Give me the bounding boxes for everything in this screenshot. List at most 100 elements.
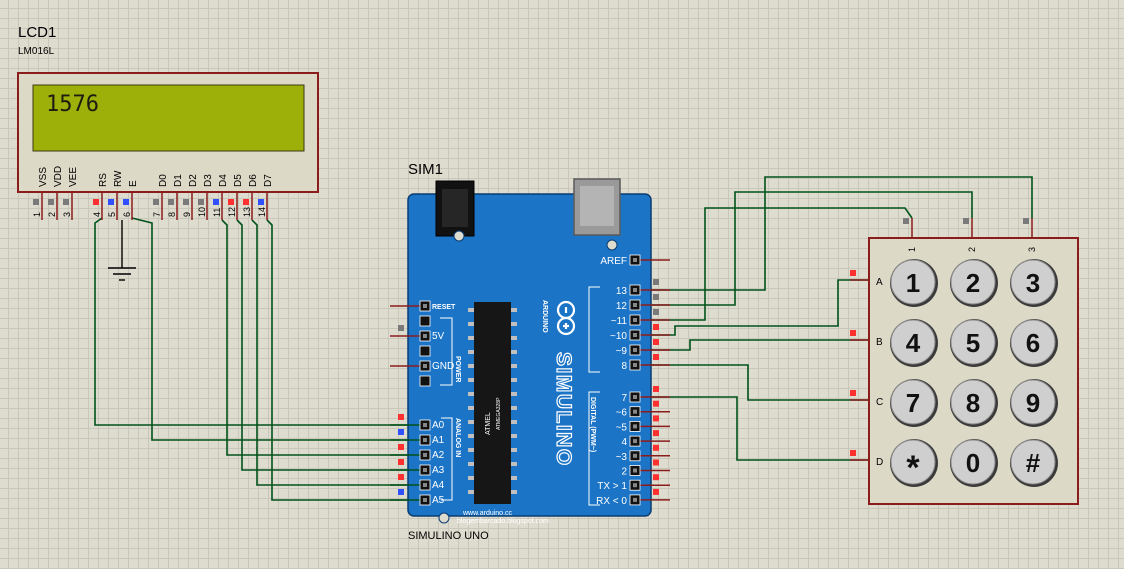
keypad-col-label: 2 [967, 247, 977, 252]
pin-socket-hole [423, 468, 427, 472]
lcd-pin-name-vss: VSS [38, 167, 49, 187]
chip-leg [511, 350, 517, 354]
key-face [1010, 439, 1056, 485]
pin-state [653, 400, 659, 407]
website-url: www.arduino.cc [462, 510, 513, 517]
chip-leg [468, 364, 474, 368]
key-label: * [906, 449, 920, 487]
pin-socket-hole [423, 364, 427, 368]
pin-socket-hole [633, 303, 637, 307]
pin-socket-hole [633, 333, 637, 337]
pin-state [653, 459, 659, 466]
chip-leg [468, 336, 474, 340]
pin-socket-hole [423, 438, 427, 442]
pin-label-13: 13 [616, 286, 628, 297]
lcd-pin-number: 4 [92, 212, 102, 217]
wire-col3-d13 [645, 176, 1033, 291]
key-label: 2 [966, 268, 980, 298]
lcd-pin-state [93, 199, 99, 205]
arduino-reference: SIM1 [408, 161, 443, 178]
wire-d5-a3 [236, 219, 420, 471]
lcd-pin-name-e: E [128, 180, 139, 187]
keypad-col-state [1023, 218, 1029, 224]
chip-label-part: ATMEGA328P [496, 397, 502, 430]
chip-leg [511, 406, 517, 410]
keypad-row-label: A [876, 277, 883, 288]
pin-socket-hole [633, 468, 637, 473]
key-face [890, 259, 936, 305]
lcd-pin-number: 13 [242, 207, 252, 217]
pin-label-11: ~11 [611, 316, 628, 327]
lcd-pin-number: 6 [122, 212, 132, 217]
chip-leg [511, 434, 517, 438]
pin-label-3: ~3 [616, 452, 628, 463]
pin-socket-hole [633, 258, 637, 262]
pin-state [398, 429, 404, 435]
chip-leg [511, 476, 517, 480]
pin-label-5: ~5 [616, 422, 628, 433]
keypad-col-label: 3 [1027, 247, 1037, 252]
wire-d7-a5 [266, 219, 420, 501]
lcd-pin-number: 2 [47, 212, 57, 217]
key-3[interactable]: 3 [1010, 259, 1058, 307]
chip-legs [468, 308, 517, 494]
chip-leg [511, 490, 517, 494]
key-6[interactable]: 6 [1010, 319, 1058, 367]
pin-socket [419, 375, 431, 387]
lcd-pin-name-vdd: VDD [53, 166, 64, 187]
chip-leg [468, 322, 474, 326]
pin-label-tx1: TX > 1 [597, 481, 627, 492]
key-face [950, 319, 996, 365]
chip-leg [468, 350, 474, 354]
key-label: 0 [966, 448, 980, 478]
key-face [950, 379, 996, 425]
key-5[interactable]: 5 [950, 319, 998, 367]
pin-label-a2: A2 [432, 450, 445, 461]
wire-e-a1 [131, 217, 420, 441]
key-face [890, 439, 936, 485]
key-label: 7 [906, 388, 920, 418]
lcd-pin-state [153, 199, 159, 205]
pin-label-8: 8 [621, 361, 627, 372]
lcd-pin-name-d2: D2 [188, 174, 199, 187]
lcd-pin-name-d5: D5 [233, 174, 244, 187]
pin-socket-hole [633, 424, 637, 429]
lcd-pin-state [33, 199, 39, 205]
key-4[interactable]: 4 [890, 319, 938, 367]
key-8[interactable]: 8 [950, 379, 998, 427]
key-0[interactable]: 0 [950, 439, 998, 487]
pin-socket-hole [633, 453, 637, 458]
lcd-pin-number: 11 [212, 208, 222, 217]
power-jack-inner [442, 189, 468, 227]
key-label: 9 [1026, 388, 1040, 418]
keypad-col-state [903, 218, 909, 224]
digital-header-label: DIGITAL (PWM~) [589, 397, 596, 452]
chip-leg [511, 336, 517, 340]
lcd-pin-state [168, 199, 174, 205]
pin-label-a5: A5 [432, 495, 445, 506]
key-2[interactable]: 2 [950, 259, 998, 307]
lcd-module[interactable]: LCD1 LM016L 1576 VSS1VDD2VEE3RS4RW5E6D07… [17, 24, 319, 220]
pin-socket-hole [633, 409, 637, 414]
arduino-board[interactable]: SIM1 ATMEL ATMEGA328P ARDUINO SIMULINO w… [390, 161, 670, 542]
key-7[interactable]: 7 [890, 379, 938, 427]
pin-label-a4: A4 [432, 480, 445, 491]
pin-label-9: ~9 [616, 346, 628, 357]
pin-socket [419, 345, 431, 357]
key-9[interactable]: 9 [1010, 379, 1058, 427]
chip-leg [468, 434, 474, 438]
lcd-pin-number: 1 [32, 212, 42, 217]
key-label: 6 [1026, 328, 1040, 358]
keypad-row-state [850, 390, 856, 396]
pin-state [398, 489, 404, 495]
key-1[interactable]: 1 [890, 259, 938, 307]
chip-leg [468, 476, 474, 480]
pin-label-a0: A0 [432, 420, 445, 431]
pin-socket-hole [633, 497, 637, 502]
key-face [890, 319, 936, 365]
key-hash[interactable]: # [1010, 439, 1058, 487]
chip-leg [511, 378, 517, 382]
key-star[interactable]: * [890, 439, 938, 487]
